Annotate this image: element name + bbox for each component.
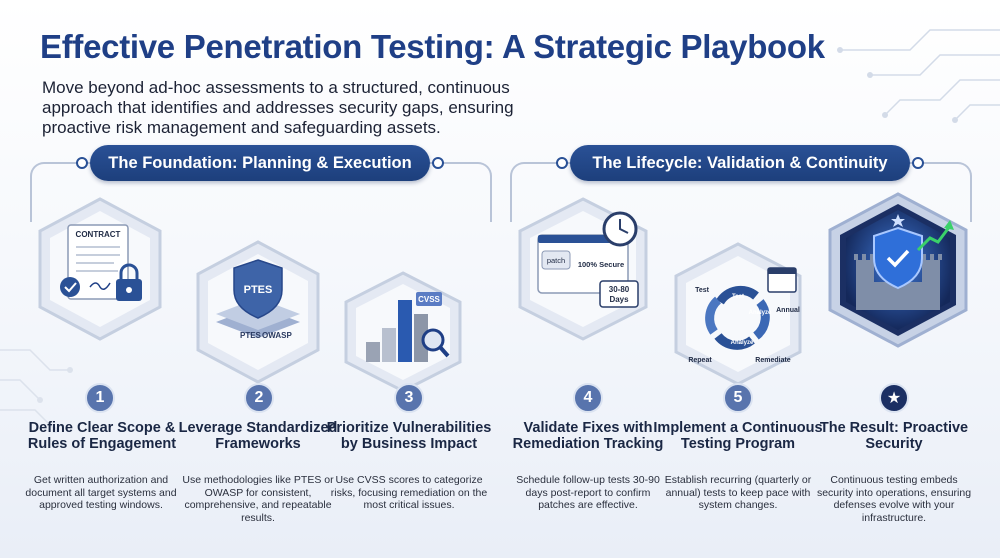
- cvss-chart-icon: CVSS: [344, 271, 462, 393]
- days-label: Days: [609, 295, 629, 304]
- contract-label: CONTRACT: [76, 230, 121, 239]
- section-pill-lifecycle: The Lifecycle: Validation & Continuity: [570, 145, 910, 181]
- cycle-remediate-label: Remediate: [755, 357, 791, 364]
- ptes-layer-label: PTES: [240, 331, 262, 340]
- annual-label: Annual: [776, 307, 800, 314]
- step-4-desc: Schedule follow-up tests 30-90 days post…: [516, 474, 660, 511]
- step-4-number: 4: [573, 383, 603, 413]
- patch-label: patch: [547, 256, 565, 265]
- page-subtitle: Move beyond ad-hoc assessments to a stru…: [42, 78, 514, 137]
- cycle-test-outer: Test: [695, 287, 710, 294]
- step-1-desc: Get written authorization and document a…: [25, 474, 177, 511]
- result-desc: Continuous testing embeds security into …: [816, 474, 972, 524]
- circuit-decoration-left: [0, 349, 73, 433]
- page-title: Effective Penetration Testing: A Strateg…: [40, 28, 825, 65]
- step-2-title: Leverage Standardized Frameworks: [178, 420, 338, 452]
- ptes-shield-label: PTES: [244, 284, 273, 296]
- circuit-decoration-right: [837, 29, 1000, 123]
- cycle-analyze-lower: Analyze: [731, 340, 754, 346]
- secure-label: 100% Secure: [578, 260, 624, 269]
- step-3-title: Prioritize Vulnerabilities by Business I…: [326, 420, 492, 452]
- step-5-desc: Establish recurring (quarterly or annual…: [664, 474, 812, 511]
- cycle-test-inner: Test: [732, 294, 744, 300]
- section-pill-foundation: The Foundation: Planning & Execution: [90, 145, 430, 181]
- cycle-repeat-label: Repeat: [688, 357, 712, 364]
- step-4-title: Validate Fixes with Remediation Tracking: [512, 420, 664, 452]
- step-5-title: Implement a Continuous Testing Program: [653, 420, 823, 452]
- result-title: The Result: Proactive Security: [819, 420, 969, 452]
- step-1-title: Define Clear Scope & Rules of Engagement: [27, 420, 177, 452]
- owasp-layer-label: OWASP: [262, 331, 292, 340]
- cycle-icon: Test Test Analyze Repeat Remediate Analy…: [674, 242, 802, 386]
- step-2-desc: Use methodologies like PTES or OWASP for…: [182, 474, 334, 524]
- framework-shield-icon: PTES PTES OWASP: [196, 240, 320, 384]
- result-star-badge: ★: [879, 383, 909, 413]
- step-3-number: 3: [394, 383, 424, 413]
- days-range-label: 30-80: [609, 285, 630, 294]
- cvss-label: CVSS: [418, 295, 440, 304]
- step-3-desc: Use CVSS scores to categorize risks, foc…: [330, 474, 488, 511]
- step-1-number: 1: [85, 383, 115, 413]
- step-5-number: 5: [723, 383, 753, 413]
- step-2-number: 2: [244, 383, 274, 413]
- cycle-analyze-inner: Analyze: [749, 310, 772, 316]
